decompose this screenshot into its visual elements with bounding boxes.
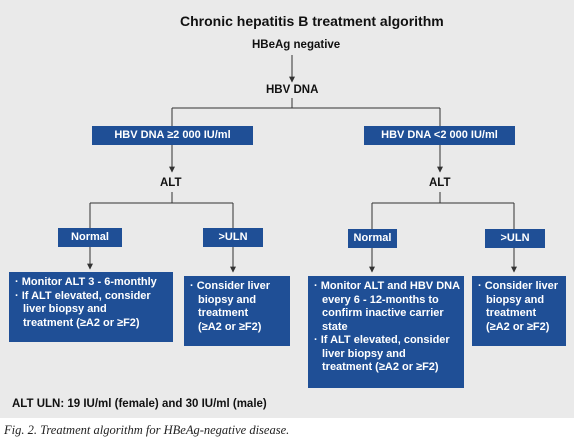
right-normal-line-2: every 6 - 12-months to	[322, 293, 439, 306]
right-normal-line-6: liver biopsy and	[322, 347, 406, 360]
root-node-hbeag-negative: HBeAg negative	[252, 39, 341, 51]
diagram-panel	[0, 0, 574, 418]
right-uln-line-3: treatment	[486, 307, 537, 319]
node-hbv-dna: HBV DNA	[266, 84, 319, 96]
right-normal-line-5: · If ALT elevated, consider	[314, 334, 450, 346]
figure-caption: Fig. 2. Treatment algorithm for HBeAg-ne…	[4, 423, 290, 437]
left-alt-node: ALT	[160, 177, 182, 189]
left-normal-line-1: · Monitor ALT 3 - 6-monthly	[15, 276, 157, 288]
right-uln-line-2: biopsy and	[486, 293, 545, 306]
right-normal-line-4: state	[322, 320, 348, 333]
left-uln-box: >ULN	[203, 228, 263, 247]
right-uln-line-4: (≥A2 or ≥F2)	[486, 320, 550, 333]
left-uln-line-2: biopsy and	[198, 293, 257, 306]
right-normal-line-7: treatment (≥A2 or ≥F2)	[322, 361, 439, 373]
right-alt-node: ALT	[429, 177, 451, 189]
left-header-box: HBV DNA ≥2 000 IU/ml	[92, 126, 253, 145]
left-uln-line-1: · Consider liver	[190, 280, 271, 292]
left-normal-line-3: liver biopsy and	[23, 303, 107, 315]
right-header-box: HBV DNA <2 000 IU/ml	[364, 126, 515, 145]
right-normal-line-3: confirm inactive carrier	[322, 307, 444, 319]
alt-uln-footnote: ALT ULN: 19 IU/ml (female) and 30 IU/ml …	[12, 398, 267, 410]
right-normal-line-1: · Monitor ALT and HBV DNA	[314, 280, 461, 292]
right-uln-line-1: · Consider liver	[478, 280, 559, 292]
right-uln-recommendation-box: · Consider liver biopsy and treatment (≥…	[472, 276, 566, 346]
left-uln-line-3: treatment	[198, 307, 249, 319]
diagram-title: Chronic hepatitis B treatment algorithm	[180, 13, 444, 29]
left-normal-recommendation-box: · Monitor ALT 3 - 6-monthly · If ALT ele…	[9, 272, 173, 342]
right-normal-box: Normal	[348, 229, 397, 248]
left-uln-line-4: (≥A2 or ≥F2)	[198, 320, 262, 333]
left-uln-recommendation-box: · Consider liver biopsy and treatment (≥…	[184, 276, 290, 346]
left-normal-line-4: treatment (≥A2 or ≥F2)	[23, 316, 140, 329]
right-normal-recommendation-box: · Monitor ALT and HBV DNA every 6 - 12-m…	[308, 276, 464, 388]
right-uln-box: >ULN	[485, 229, 545, 248]
left-normal-box: Normal	[58, 228, 122, 247]
left-normal-line-2: · If ALT elevated, consider	[15, 289, 151, 302]
